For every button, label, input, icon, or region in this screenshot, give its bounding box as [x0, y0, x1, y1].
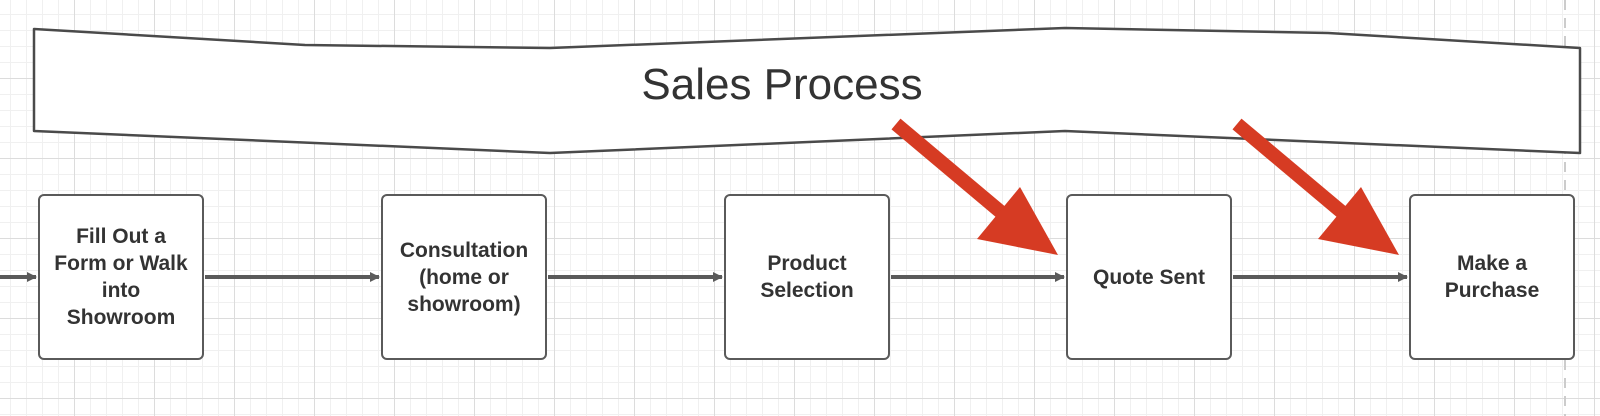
step-label: Fill Out a Form or Walk into Showroom [54, 225, 188, 329]
step-label: Consultation (home or showroom) [399, 238, 529, 316]
diagram-title: Sales Process [641, 60, 923, 109]
title-banner-shape[interactable] [32, 26, 1582, 155]
step-label: Make a Purchase [1444, 252, 1540, 302]
step-fill-out-form[interactable]: Fill Out a Form or Walk into Showroom [38, 194, 204, 360]
step-label: Product Selection [760, 252, 854, 302]
step-consultation[interactable]: Consultation (home or showroom) [381, 194, 547, 360]
step-make-a-purchase[interactable]: Make a Purchase [1409, 194, 1575, 360]
highlight-arrow-quote-sent [891, 118, 1058, 255]
step-quote-sent[interactable]: Quote Sent [1066, 194, 1232, 360]
step-label: Quote Sent [1092, 265, 1205, 289]
highlight-arrow-make-a-purchase [1232, 118, 1399, 255]
step-product-selection[interactable]: Product Selection [724, 194, 890, 360]
